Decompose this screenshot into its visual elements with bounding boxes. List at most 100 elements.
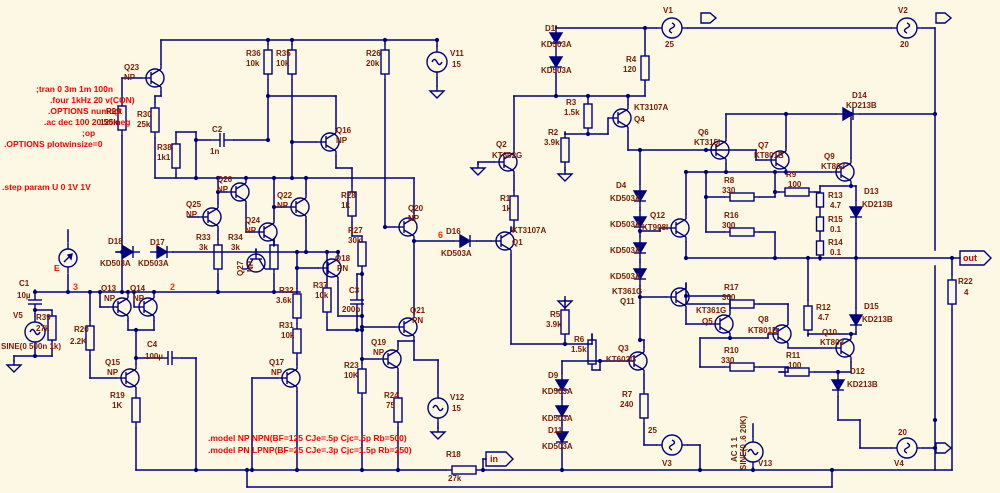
port-arrow-icon-arrow-3[interactable] (935, 442, 953, 454)
component-R18[interactable] (446, 465, 482, 475)
component-V11[interactable] (426, 46, 448, 78)
component-R13[interactable] (815, 188, 825, 212)
component-E[interactable] (58, 243, 78, 273)
component-D12[interactable] (830, 373, 846, 397)
component-R28[interactable] (347, 186, 357, 222)
component-R3[interactable] (583, 98, 593, 134)
component-R10[interactable] (724, 362, 760, 372)
component-V12[interactable] (427, 392, 449, 424)
component-R35[interactable] (287, 44, 297, 80)
component-R29[interactable] (117, 100, 127, 136)
component-R9[interactable] (779, 187, 815, 197)
component-R38[interactable] (171, 138, 181, 174)
component-R22[interactable] (947, 274, 957, 310)
component-D2[interactable] (548, 50, 564, 74)
component-D6[interactable] (632, 236, 648, 260)
component-D14[interactable] (836, 106, 860, 122)
component-Q3[interactable] (624, 347, 648, 375)
component-V5[interactable] (24, 316, 46, 348)
component-Q24[interactable] (254, 218, 278, 246)
component-Q23[interactable] (141, 64, 165, 92)
component-V3[interactable] (656, 434, 688, 456)
component-R6[interactable] (587, 334, 597, 370)
net-port-out-port[interactable] (959, 250, 992, 266)
component-R16[interactable] (724, 227, 760, 237)
component-R33[interactable] (213, 239, 223, 275)
component-R2[interactable] (560, 132, 570, 168)
ground-icon-gnd-3[interactable] (429, 427, 447, 440)
component-R15[interactable] (815, 212, 825, 236)
component-D18[interactable] (116, 244, 140, 260)
component-D13[interactable] (848, 200, 864, 224)
component-Q15[interactable] (116, 364, 140, 392)
component-Q14[interactable] (134, 293, 158, 321)
label-tran-0-3m-1m-100n: ;tran 0 3m 1m 100n (36, 84, 113, 94)
ground-icon-gnd-1[interactable] (428, 86, 446, 99)
component-V1[interactable] (656, 17, 688, 39)
component-D5[interactable] (632, 210, 648, 234)
component-R4[interactable] (640, 50, 650, 86)
component-Q25[interactable] (198, 203, 222, 231)
component-R7[interactable] (639, 388, 649, 424)
component-R17[interactable] (724, 299, 760, 309)
component-D9[interactable] (554, 373, 570, 397)
component-D10[interactable] (554, 399, 570, 423)
ground-icon-gnd-6[interactable] (556, 169, 574, 182)
component-Q21[interactable] (394, 313, 418, 341)
component-R30[interactable] (150, 102, 160, 138)
component-R31[interactable] (292, 323, 302, 359)
component-D17[interactable] (150, 244, 174, 260)
component-Q9[interactable] (831, 158, 855, 186)
component-V4[interactable] (891, 437, 923, 459)
component-Q1[interactable] (491, 227, 515, 255)
component-Q12[interactable] (666, 214, 690, 242)
port-arrow-icon-arrow-2[interactable] (935, 12, 953, 24)
component-Q26[interactable] (226, 178, 250, 206)
component-R1[interactable] (509, 190, 519, 226)
component-Q16[interactable] (316, 128, 340, 156)
component-R24[interactable] (393, 392, 403, 428)
component-R5[interactable] (560, 304, 570, 340)
component-R32[interactable] (292, 288, 302, 324)
component-Q19[interactable] (378, 345, 402, 373)
component-Q27[interactable] (242, 249, 270, 273)
component-Q6[interactable] (706, 136, 730, 164)
component-C3[interactable] (350, 290, 364, 314)
component-Q17[interactable] (277, 364, 301, 392)
ground-icon-gnd-4[interactable] (5, 360, 23, 373)
port-arrow-icon-arrow-1[interactable] (700, 12, 718, 24)
component-Q18[interactable] (318, 254, 342, 282)
component-Q22[interactable] (286, 193, 310, 221)
component-C2[interactable] (210, 133, 234, 147)
component-Q13[interactable] (108, 293, 132, 321)
component-Q8[interactable] (768, 320, 792, 348)
component-C4[interactable] (158, 351, 182, 365)
component-R26[interactable] (380, 44, 390, 80)
component-R39[interactable] (47, 310, 57, 346)
net-port-in-port[interactable] (485, 451, 514, 467)
component-R37[interactable] (322, 282, 332, 318)
component-Q4[interactable] (608, 104, 632, 132)
component-D11[interactable] (554, 425, 570, 449)
component-D7[interactable] (632, 262, 648, 286)
component-V2[interactable] (891, 17, 923, 39)
component-D15[interactable] (848, 308, 864, 332)
component-R12[interactable] (803, 300, 813, 336)
ground-icon-gnd-5[interactable] (556, 296, 574, 309)
component-R19[interactable] (131, 392, 141, 428)
ground-icon-gnd-2[interactable] (469, 163, 487, 176)
component-D1[interactable] (548, 26, 564, 50)
component-R11[interactable] (779, 367, 815, 377)
component-D16[interactable] (453, 233, 477, 249)
component-V13[interactable] (742, 436, 764, 468)
component-R8[interactable] (724, 192, 760, 202)
component-R36[interactable] (263, 44, 273, 80)
component-Q2[interactable] (494, 148, 518, 176)
component-R23[interactable] (357, 363, 367, 399)
component-R27[interactable] (357, 236, 367, 272)
component-Q5[interactable] (710, 310, 734, 338)
component-D4[interactable] (632, 184, 648, 208)
component-Q11[interactable] (666, 283, 690, 311)
component-R20[interactable] (85, 320, 95, 356)
